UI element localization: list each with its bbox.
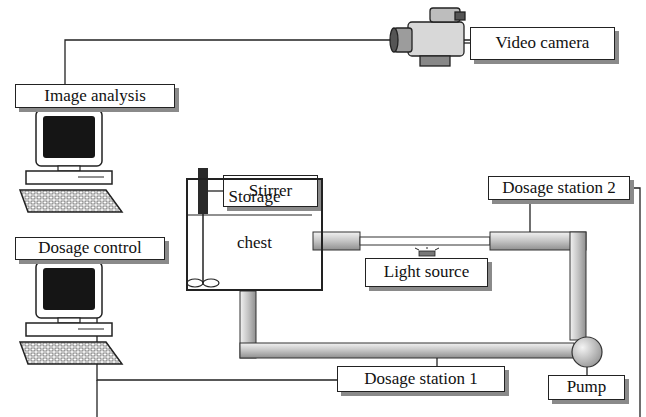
device-label: Light source	[365, 258, 488, 287]
label-text: Light source	[384, 263, 469, 282]
label-text: Dosage station 2	[502, 179, 615, 198]
device-label: Dosage control	[15, 237, 165, 260]
chest-label: Storage	[188, 188, 321, 207]
chest-label: chest	[188, 234, 321, 253]
label-text: Dosage control	[38, 239, 141, 258]
label-text: Image analysis	[44, 87, 146, 106]
device-label: Dosage station 2	[488, 176, 630, 200]
device-label: Image analysis	[15, 84, 175, 108]
device-label: Pump	[548, 375, 625, 400]
device-label: Video camera	[470, 27, 615, 60]
storage-chest: Storage chest	[186, 178, 323, 291]
device-label: Dosage station 1	[337, 366, 505, 392]
label-text: Pump	[567, 378, 607, 397]
label-text: Video camera	[496, 34, 590, 53]
cable-line	[97, 260, 337, 380]
label-text: Dosage station 1	[364, 370, 477, 389]
